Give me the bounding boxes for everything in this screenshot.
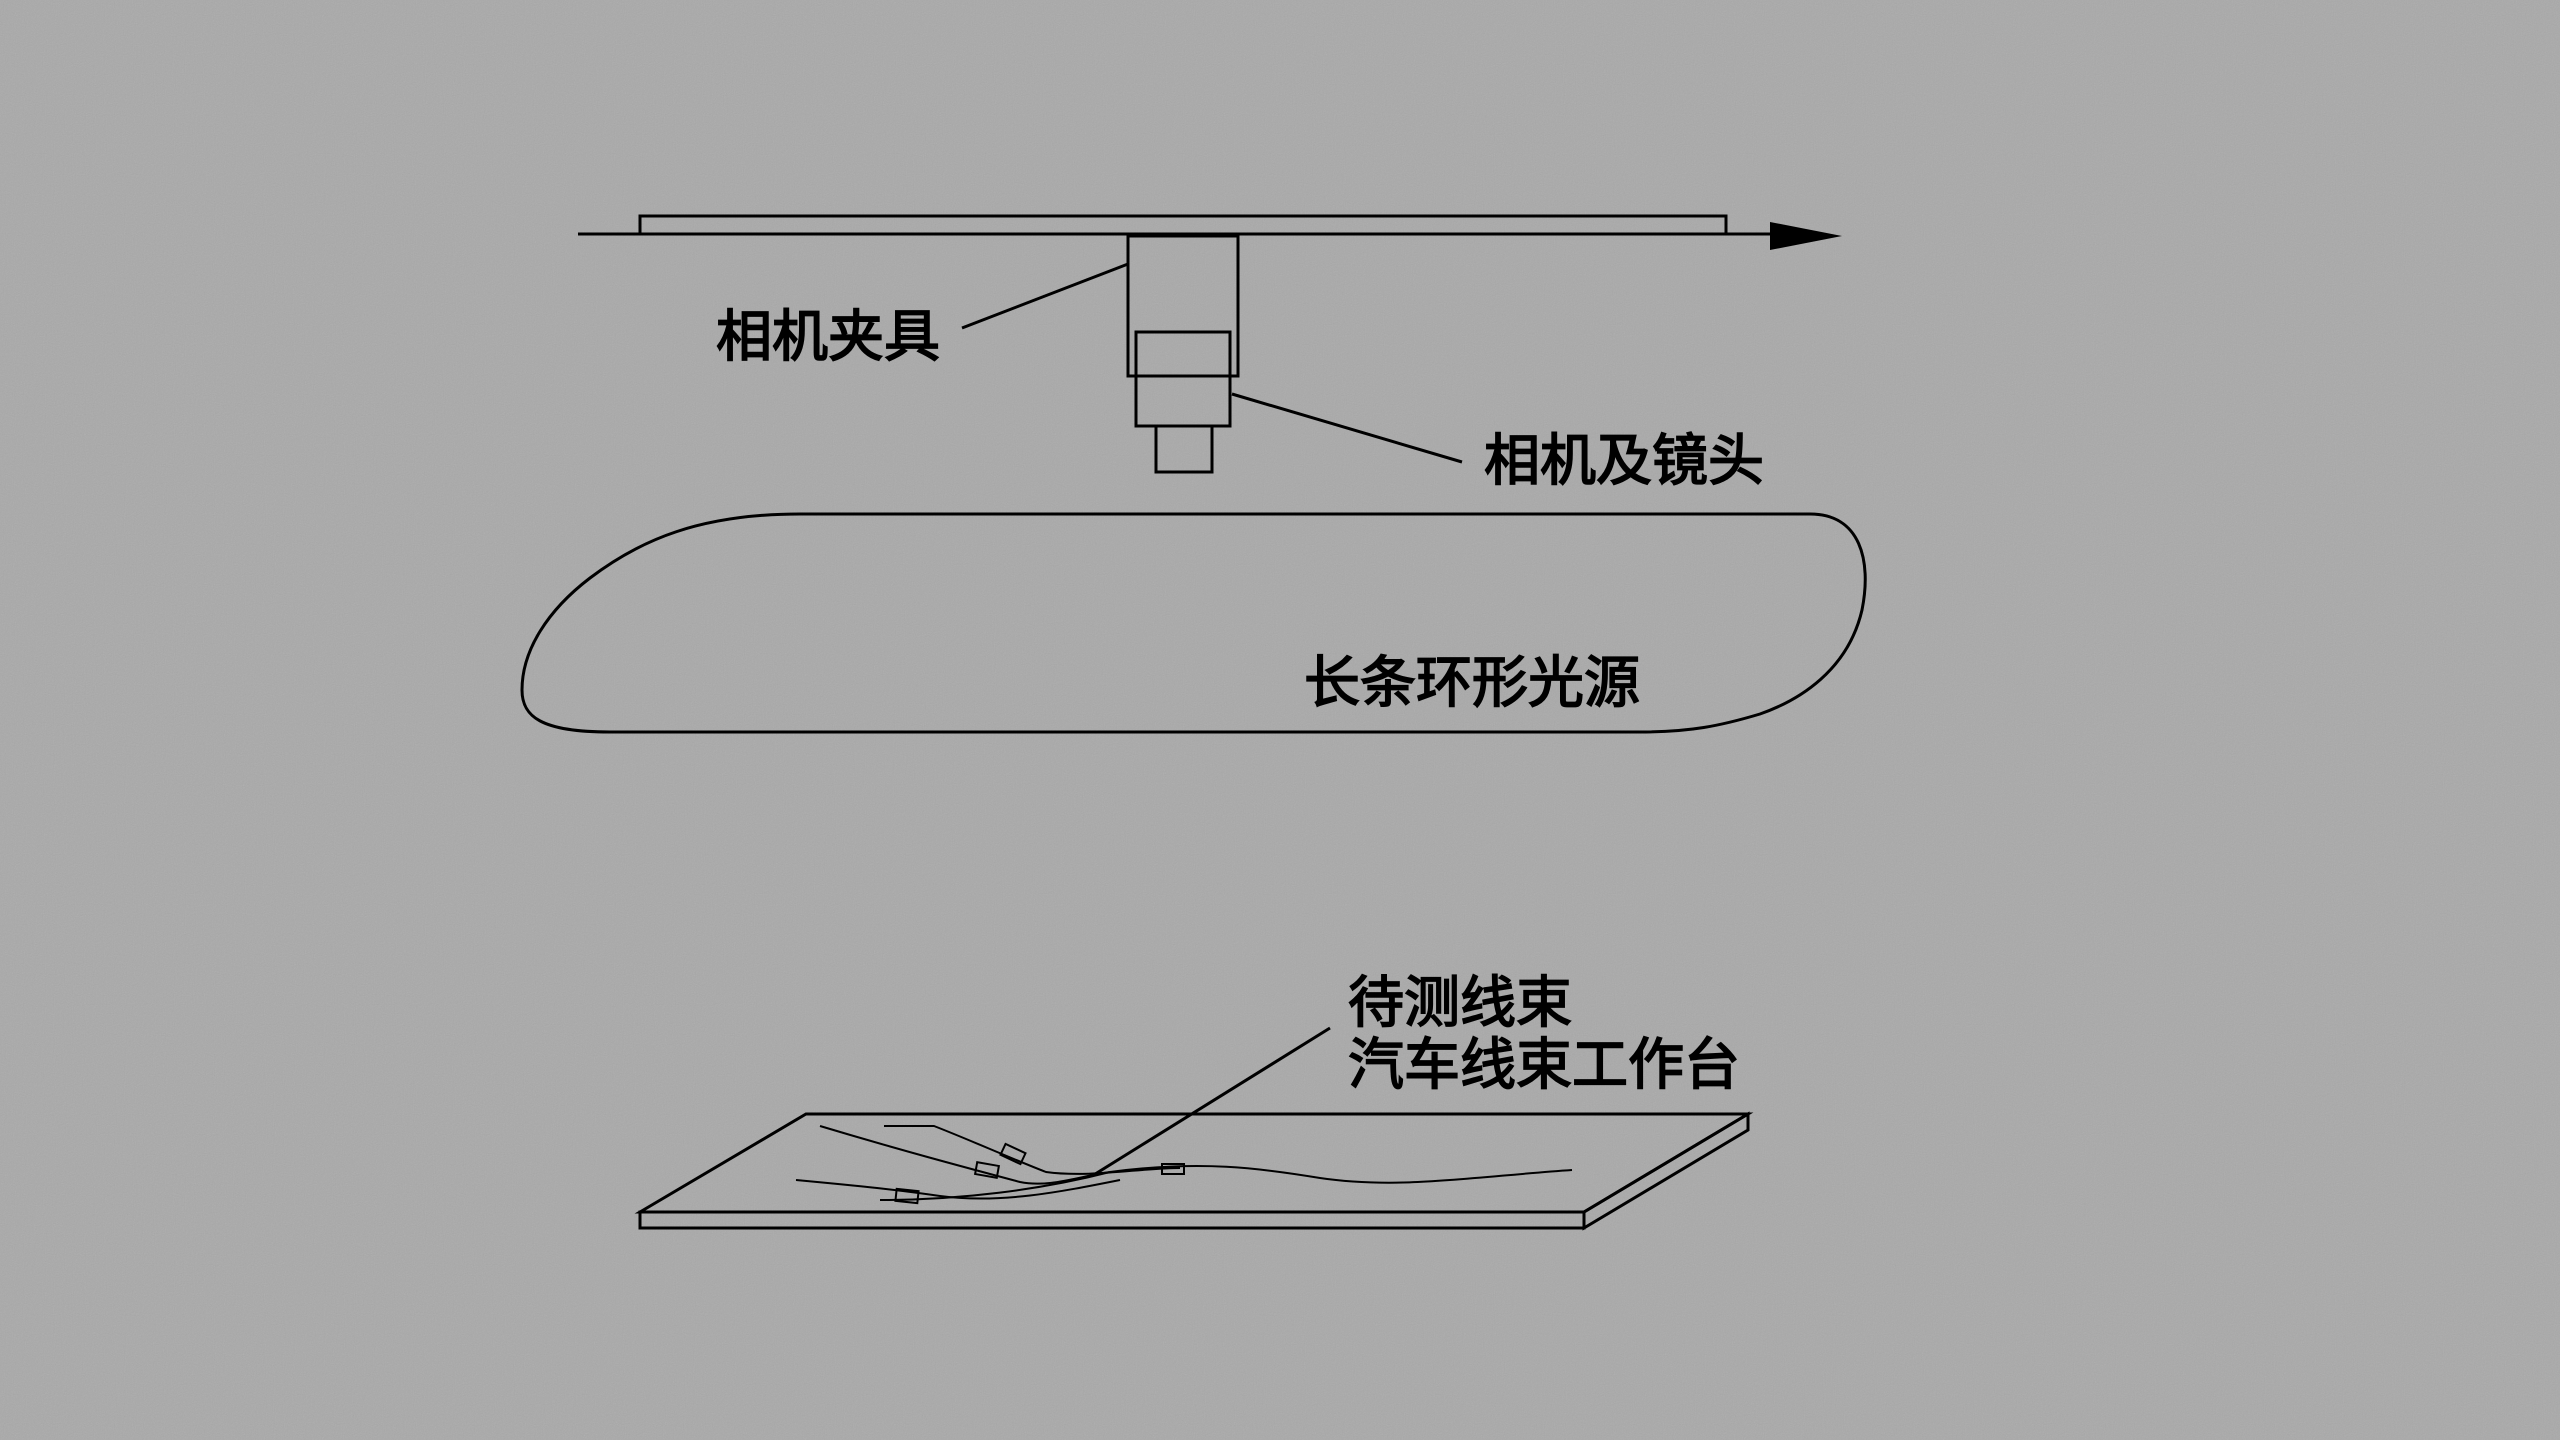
- leader-line-harness: [1091, 1026, 1331, 1178]
- harness-wire-5: [879, 1171, 1111, 1201]
- harness-connector: [973, 1161, 1001, 1179]
- harness-wire-2: [884, 1125, 1181, 1175]
- harness-connector: [999, 1142, 1027, 1166]
- workbench-side: [1582, 1111, 1750, 1231]
- label-workbench: 汽车线束工作台: [1348, 1033, 1740, 1098]
- label-camera-lens: 相机及镜头: [1484, 429, 1764, 494]
- harness-wire-3: [795, 1179, 1121, 1200]
- harness-connector: [1161, 1163, 1185, 1175]
- harness-wire-1: [819, 1125, 1111, 1185]
- label-harness-under-test: 待测线束: [1348, 971, 1572, 1036]
- ring-light: [520, 512, 1867, 734]
- camera-fixture: [1126, 234, 1240, 378]
- leader-line-fixture: [961, 262, 1129, 330]
- leader-line-camera: [1231, 392, 1463, 464]
- label-camera-fixture: 相机夹具: [716, 305, 940, 370]
- motion-arrow-head-icon: [1770, 222, 1842, 250]
- camera-lens: [1154, 424, 1214, 474]
- harness-connector: [894, 1187, 920, 1205]
- label-ring-light: 长条环形光源: [1304, 651, 1640, 716]
- harness-wire-4: [1109, 1165, 1573, 1184]
